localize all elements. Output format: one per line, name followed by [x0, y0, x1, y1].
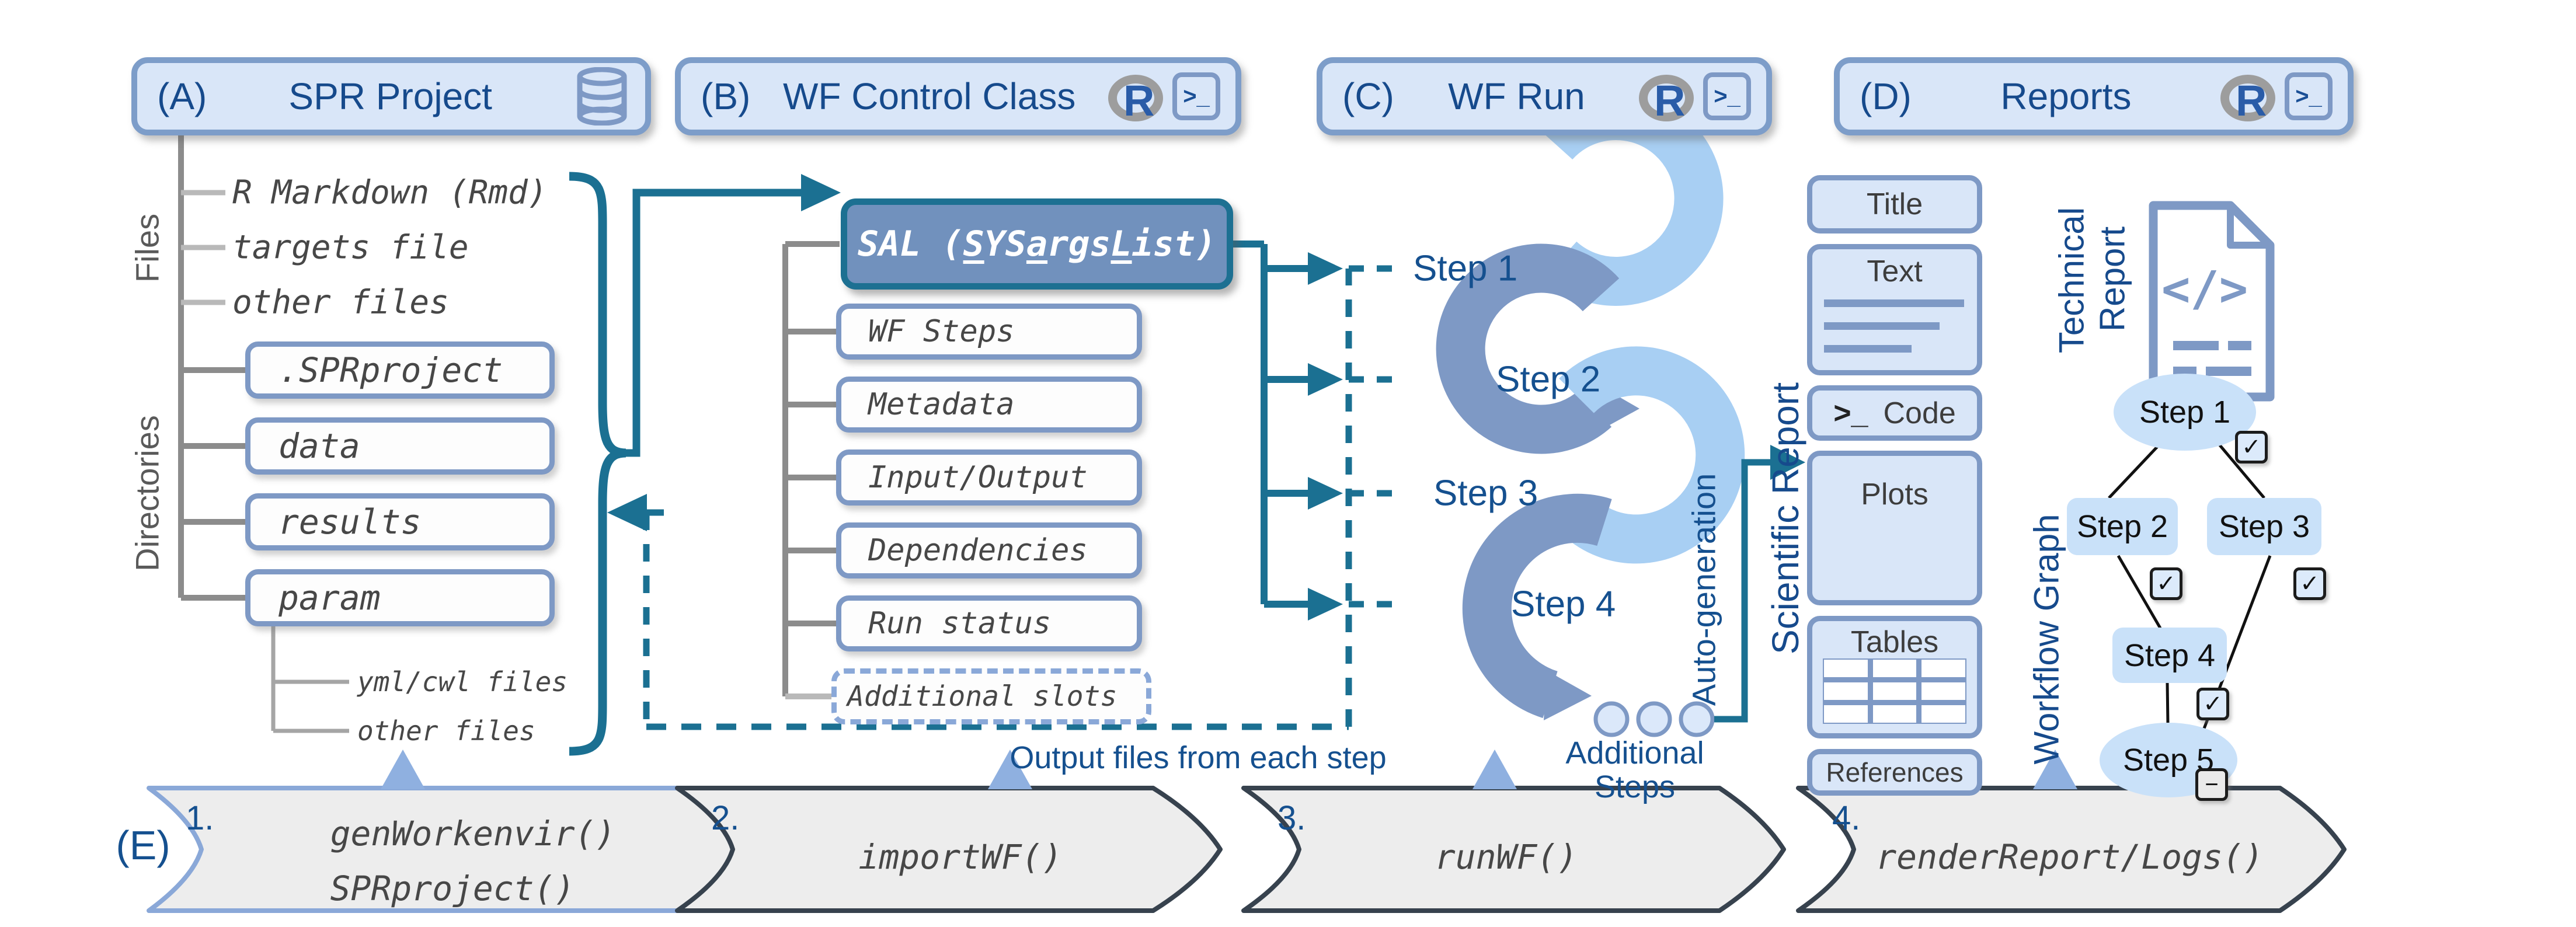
- technical-report-doc-icon: [2149, 201, 2275, 402]
- graph-step-node: Step 1: [2114, 374, 2256, 451]
- banner-3: [1241, 786, 1786, 913]
- report-code-box: >_ Code: [1807, 385, 1982, 441]
- output-files-note: Output files from each step: [1009, 740, 1387, 775]
- text-line: [1824, 345, 1912, 353]
- panel-a-title: SPR Project: [288, 75, 492, 117]
- panel-b-title: WF Control Class: [782, 75, 1076, 117]
- terminal-icon: >_: [2285, 72, 2333, 120]
- sal-slot: Metadata: [836, 377, 1142, 433]
- r-logo-icon: R: [1639, 74, 1695, 125]
- directories-group-label: Directories: [128, 415, 166, 571]
- directory-box: data: [245, 417, 555, 475]
- command-text: genWorkenvir(): [330, 814, 616, 853]
- command-text: SPRproject(): [330, 869, 575, 908]
- directory-box: results: [245, 493, 555, 550]
- sal-to-steps-arrows: [1233, 241, 1308, 608]
- workflow-snake: [1436, 90, 1745, 720]
- banner-number: 4.: [1832, 799, 1861, 837]
- panel-b-label: (B): [701, 75, 751, 117]
- text-line: [1824, 322, 1940, 330]
- terminal-icon: >_: [1172, 72, 1220, 120]
- scientific-report-label: Scientific Report: [1764, 382, 1806, 654]
- command-text: runWF(): [1435, 837, 1578, 877]
- sal-slot: Input/Output: [836, 449, 1142, 506]
- return-arrowhead: [607, 494, 647, 531]
- workflow-graph-label: Workflow Graph: [2027, 514, 2066, 765]
- file-item: R Markdown (Rmd): [232, 173, 548, 212]
- panel-c-label: (C): [1342, 75, 1394, 117]
- project-tree-lines: [178, 135, 349, 733]
- panel-d-header: (D) Reports R >_: [1834, 57, 2354, 135]
- sal-slot: Dependencies: [836, 522, 1142, 578]
- workflow-graph-edges: [2108, 441, 2272, 749]
- auto-generation-arrow: [1714, 445, 1805, 723]
- graph-step-node: Step 4: [2112, 628, 2227, 683]
- wf-step-label: Step 2: [1496, 359, 1601, 400]
- graph-step-node: Step 2: [2067, 498, 2178, 555]
- banner-number: 1.: [186, 799, 214, 837]
- step-check-icon: ✓: [2293, 567, 2326, 600]
- banner-4: [1796, 786, 2347, 913]
- step-check-icon: ✓: [2235, 431, 2268, 464]
- file-item: other files: [232, 283, 449, 322]
- r-logo-icon: R: [1108, 74, 1164, 125]
- wf-step-label: Step 4: [1511, 584, 1616, 625]
- wf-step-label: Step 1: [1413, 248, 1518, 289]
- sal-slot: WF Steps: [836, 304, 1142, 360]
- text-line: [1824, 299, 1964, 307]
- report-title-box: Title: [1807, 175, 1982, 234]
- command-text: importWF(): [858, 837, 1063, 877]
- panel-d-label: (D): [1860, 75, 1912, 117]
- sal-additional-slot: Additional slots: [831, 668, 1151, 724]
- panel-c-header: (C) WF Run R >_: [1317, 57, 1772, 135]
- terminal-icon: >_: [1703, 72, 1751, 120]
- doc-code-glyph: </>: [2161, 262, 2248, 317]
- step-minus-icon: −: [2195, 768, 2228, 801]
- additional-steps-label-line1: Additional: [1565, 736, 1704, 771]
- step-check-icon: ✓: [2150, 567, 2182, 600]
- banner-number: 2.: [711, 799, 740, 837]
- directory-box: .SPRproject: [245, 341, 555, 399]
- panel-a-label: (A): [157, 75, 207, 117]
- panel-d-title: Reports: [2000, 75, 2132, 117]
- code-prompt-icon: >_: [1833, 396, 1868, 430]
- panel-c-title: WF Run: [1448, 75, 1585, 117]
- param-child-item: other files: [357, 715, 535, 747]
- panel-a-header: (A) SPR Project: [131, 57, 651, 135]
- command-text: renderReport/Logs(): [1876, 837, 2264, 877]
- step-check-icon: ✓: [2196, 688, 2229, 720]
- command-banners: [147, 786, 2347, 913]
- sal-label: SAL (SYSargsList): [857, 224, 1217, 264]
- sal-slot: Run status: [836, 595, 1142, 651]
- output-files-return-path: [643, 265, 1397, 730]
- database-icon: [577, 67, 627, 126]
- panel-e-label: (E): [116, 823, 170, 868]
- directory-box: param: [245, 569, 555, 626]
- report-references-box: References: [1807, 749, 1982, 796]
- additional-steps-label-line2: Steps: [1594, 769, 1676, 804]
- graph-step-node: Step 3: [2207, 498, 2321, 555]
- auto-generation-label: Auto-generation: [1685, 473, 1722, 706]
- report-plots-box: Plots: [1807, 451, 1982, 605]
- panel-b-header: (B) WF Control Class R >_: [675, 57, 1241, 135]
- sal-class-box: SAL (SYSargsList): [841, 198, 1233, 290]
- files-group-label: Files: [128, 213, 166, 283]
- technical-report-label-line1: Technical: [2052, 207, 2091, 354]
- banner-2: [675, 786, 1223, 913]
- sal-slot-bracket: [782, 241, 840, 699]
- report-tables-box: Tables: [1807, 616, 1982, 738]
- file-item: targets file: [232, 228, 469, 267]
- additional-steps-circles: [1593, 701, 1715, 737]
- wf-step-label: Step 3: [1433, 473, 1538, 514]
- arrow-a-to-b: [626, 174, 841, 457]
- report-text-box: Text: [1807, 244, 1982, 375]
- technical-report-label-line2: Report: [2093, 226, 2132, 332]
- tables-grid: [1823, 658, 1966, 724]
- banner-number: 3.: [1277, 799, 1306, 837]
- sal-to-steps-arrowheads: [1308, 252, 1343, 621]
- pointer-triangles: [381, 750, 2077, 789]
- param-child-item: yml/cwl files: [357, 666, 568, 698]
- r-logo-icon: R: [2220, 74, 2276, 125]
- project-brace: [569, 172, 626, 756]
